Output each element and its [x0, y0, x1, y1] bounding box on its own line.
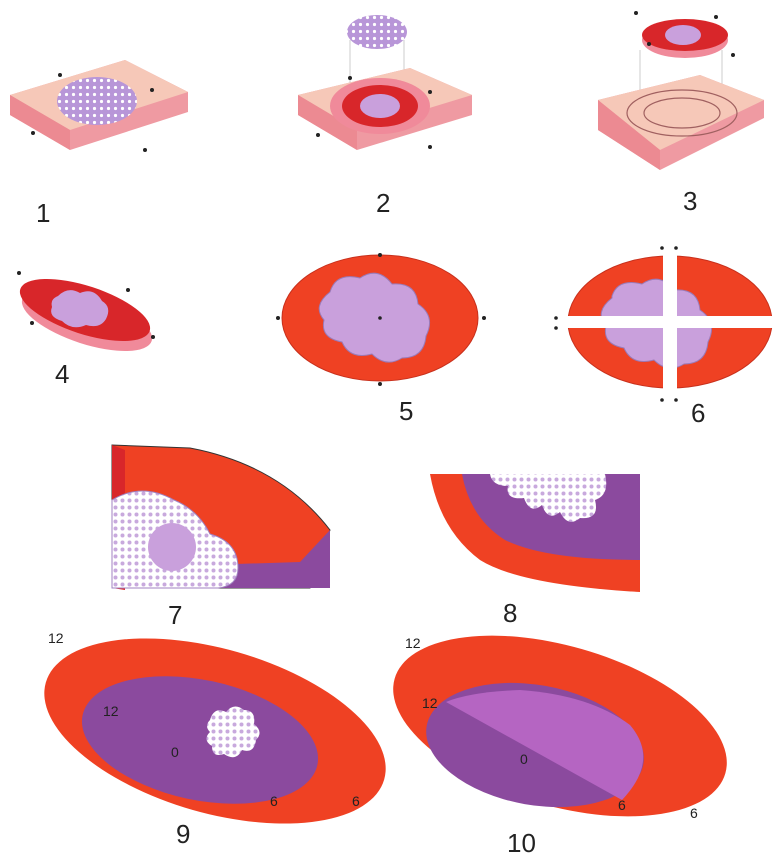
- panel-8-margin-detail: [430, 474, 640, 592]
- clock-0-9: 0: [171, 744, 179, 760]
- clock-12-inner-9: 12: [103, 703, 119, 719]
- panel-5-specimen-top: [276, 253, 486, 386]
- step-label-4: 4: [55, 359, 69, 389]
- clock-12-outer-9: 12: [48, 630, 64, 646]
- panel-9-oriented-specimen: [23, 604, 407, 859]
- clock-12-inner-10: 12: [422, 695, 438, 711]
- panel-4-specimen: [13, 266, 159, 364]
- clock-6-outer-10: 6: [690, 805, 698, 821]
- panel-7-quarter-section: [112, 445, 330, 590]
- clock-12-outer-10: 12: [405, 635, 421, 651]
- step-label-9: 9: [176, 819, 190, 849]
- lifted-lesion: [347, 15, 407, 49]
- step-label-2: 2: [376, 188, 390, 218]
- step-label-5: 5: [399, 396, 413, 426]
- step-label-3: 3: [683, 186, 697, 216]
- lesion-dotted: [57, 77, 137, 125]
- clock-6-inner-9: 6: [270, 793, 278, 809]
- clock-6-inner-10: 6: [618, 797, 626, 813]
- step-label-10: 10: [507, 828, 536, 858]
- panel-2-excision: [298, 15, 472, 150]
- panel-3-specimen-removed: [598, 11, 764, 170]
- step-label-8: 8: [503, 598, 517, 628]
- clock-0-10: 0: [520, 751, 528, 767]
- step-label-6: 6: [691, 398, 705, 428]
- panel-6-specimen-quartered: [554, 246, 774, 402]
- step-label-1: 1: [36, 198, 50, 228]
- panel-1-skin-block: [10, 60, 188, 152]
- step-label-7: 7: [168, 600, 182, 630]
- clock-6-outer-9: 6: [352, 793, 360, 809]
